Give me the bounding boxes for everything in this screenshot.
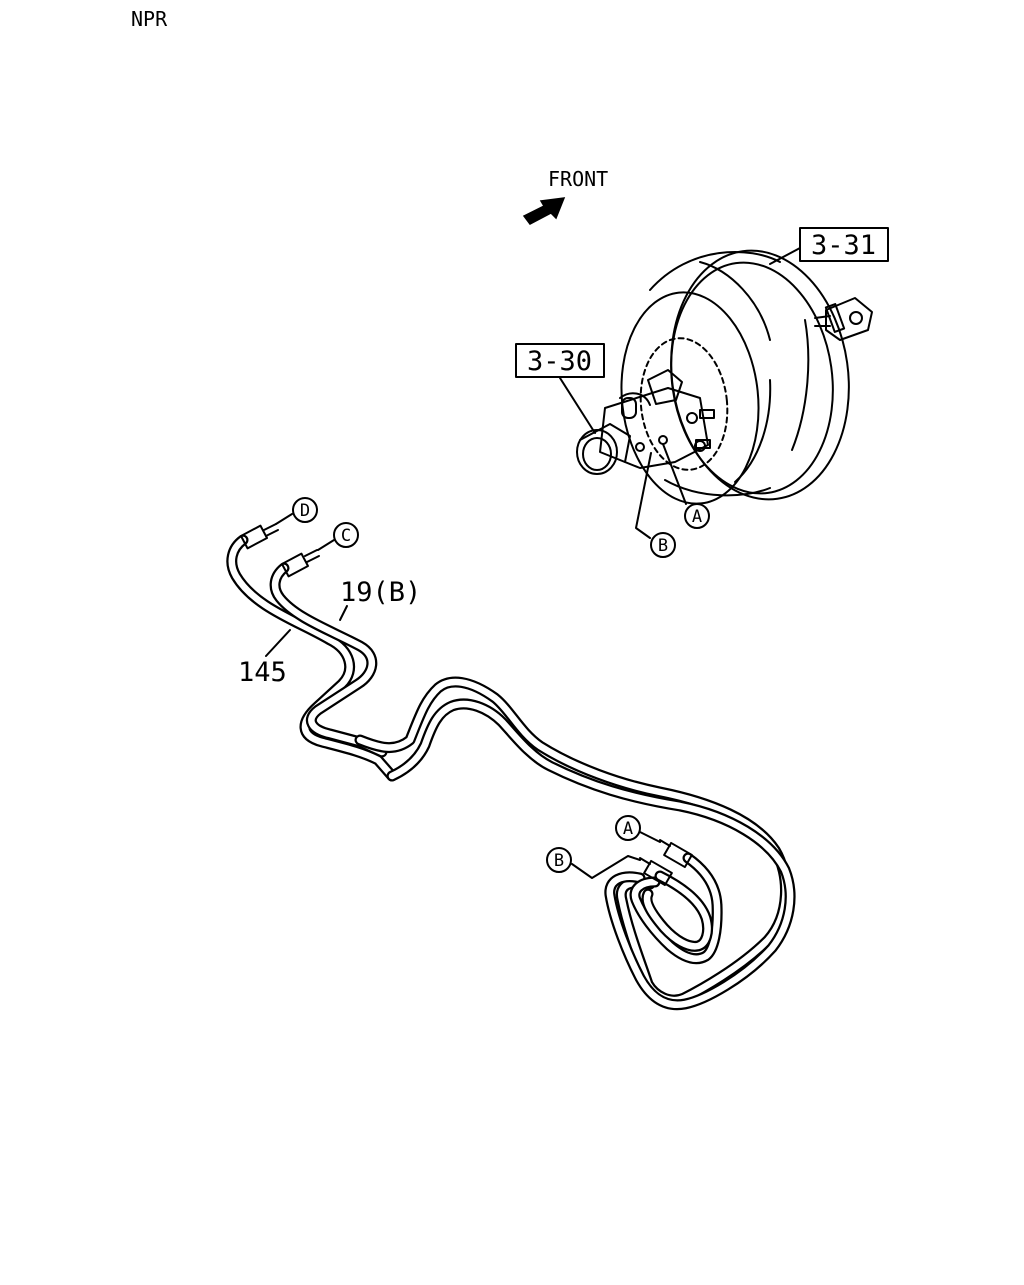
brake-booster <box>620 247 873 505</box>
svg-text:B: B <box>658 536 668 556</box>
callout-c <box>333 522 359 548</box>
svg-text:D: D <box>300 501 310 521</box>
ref-booster-label[interactable]: 3-31 <box>811 230 876 261</box>
brake-pipes <box>226 523 796 1011</box>
flare-nut-d <box>240 523 279 550</box>
callout-b-master <box>650 532 676 558</box>
svg-text:C: C <box>341 526 351 546</box>
svg-text:B: B <box>554 851 564 871</box>
model-label: NPR <box>131 7 168 31</box>
callout-d <box>292 497 318 523</box>
svg-text:A: A <box>623 819 633 839</box>
flare-nut-a <box>659 839 693 869</box>
part-label-145[interactable]: 145 <box>238 657 287 688</box>
svg-text:A: A <box>692 507 702 527</box>
front-arrow-icon <box>522 197 566 225</box>
master-cylinder <box>576 369 715 475</box>
ref-master-cylinder-label[interactable]: 3-30 <box>527 346 592 377</box>
callout-b-pipe <box>546 847 572 873</box>
callout-a-pipe <box>615 815 641 841</box>
flare-nut-b <box>639 857 673 887</box>
flare-nut-c <box>281 549 320 578</box>
booster-clevis <box>814 297 873 341</box>
callout-a-master <box>684 503 710 529</box>
front-label: FRONT <box>548 167 608 191</box>
ref-box-booster <box>799 227 889 262</box>
part-label-19b[interactable]: 19(B) <box>340 577 421 608</box>
